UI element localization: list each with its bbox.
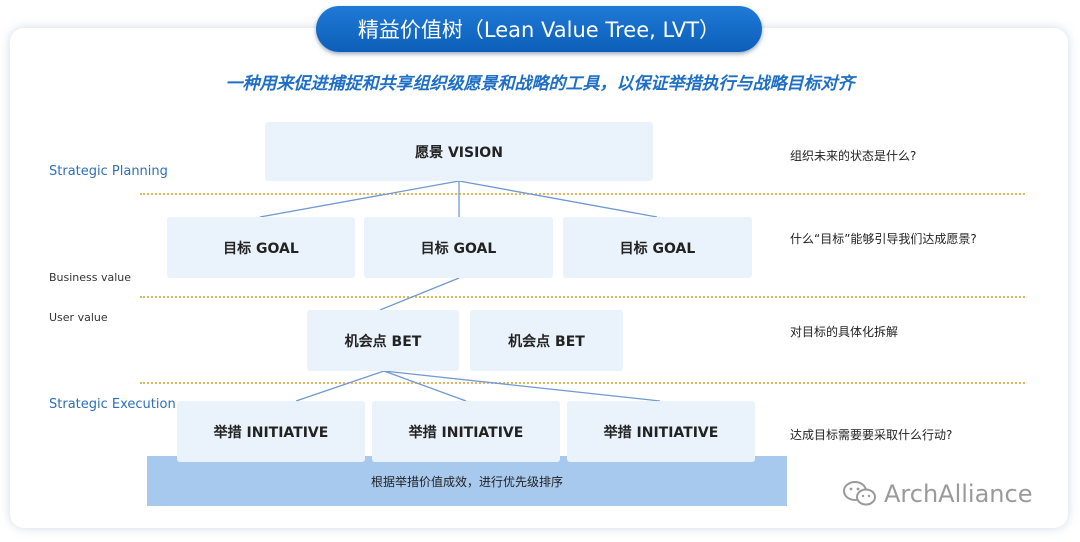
- goal-box-1: 目标 GOAL: [167, 217, 355, 278]
- vision-box: 愿景 VISION: [265, 122, 653, 181]
- goal-box-2: 目标 GOAL: [364, 217, 553, 278]
- connector-vision-goal-1: [259, 180, 460, 218]
- label-user-value: User value: [49, 311, 108, 324]
- question-vision: 组织未来的状态是什么?: [790, 149, 917, 163]
- bet-box-1: 机会点 BET: [307, 310, 459, 371]
- label-strategic-planning: Strategic Planning: [49, 164, 168, 179]
- label-strategic-execution: Strategic Execution: [49, 397, 176, 412]
- label-business-value: Business value: [49, 271, 132, 284]
- wechat-icon: [843, 481, 876, 506]
- priority-band: 根据举措价值成效，进行优先级排序: [147, 456, 787, 506]
- bet-box-2: 机会点 BET: [470, 310, 623, 371]
- watermark: ArchAlliance: [842, 480, 1032, 508]
- connector-goal-bet-1: [379, 277, 460, 311]
- diagram-title: 精益价值树（Lean Value Tree, LVT）: [316, 6, 762, 52]
- question-bet: 对目标的具体化拆解: [790, 325, 899, 339]
- question-initiative: 达成目标需要要采取什么行动?: [790, 428, 953, 442]
- watermark-text: ArchAlliance: [884, 480, 1033, 508]
- question-goal: 什么“目标”能够引导我们达成愿景?: [790, 232, 977, 246]
- connector-bet-initiative-2: [383, 370, 467, 402]
- divider-planning: [140, 193, 1025, 195]
- initiative-box-1: 举措 INITIATIVE: [177, 401, 365, 462]
- divider-execution: [140, 382, 1025, 384]
- connector-vision-goal-3: [458, 180, 658, 218]
- diagram-subtitle: 一种用来促进捕捉和共享组织级愿景和战略的工具，以保证举措执行与战略目标对齐: [225, 74, 855, 94]
- connector-bet-initiative-1: [295, 370, 385, 402]
- goal-box-3: 目标 GOAL: [563, 217, 752, 278]
- divider-value: [140, 296, 1025, 298]
- connector-bet-initiative-3: [383, 370, 661, 402]
- initiative-box-3: 举措 INITIATIVE: [567, 401, 755, 462]
- initiative-box-2: 举措 INITIATIVE: [372, 401, 560, 462]
